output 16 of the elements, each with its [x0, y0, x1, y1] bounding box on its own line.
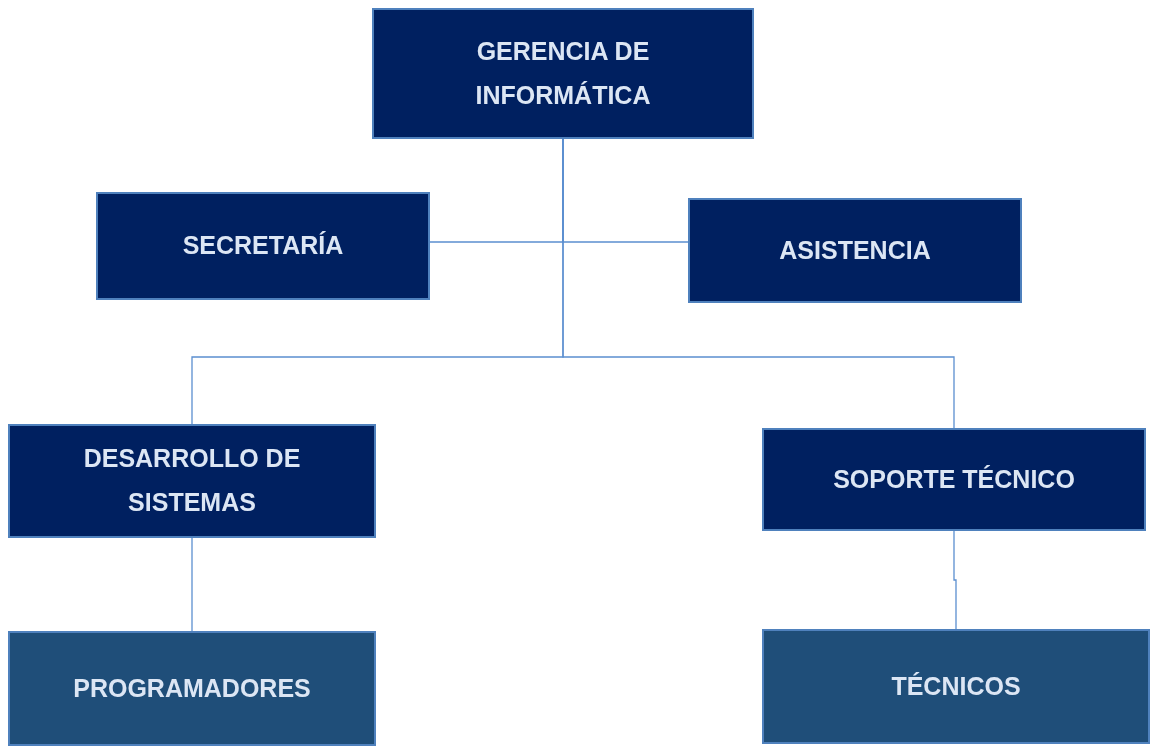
org-box: [762, 629, 1150, 744]
org-box: [8, 424, 376, 538]
org-box: [372, 8, 754, 139]
box-label: SECRETARÍA: [181, 230, 345, 262]
org-box: [762, 428, 1146, 531]
box-label: PROGRAMADORES: [72, 672, 312, 704]
org-box: [8, 631, 376, 746]
org-box: [96, 192, 430, 300]
connector-line: [953, 530, 957, 630]
box-label: SOPORTE TÉCNICO: [832, 463, 1076, 495]
box-label: GERENCIA DE INFORMÁTICA: [474, 35, 652, 111]
org-box: [688, 198, 1022, 303]
box-label: ASISTENCIA: [778, 234, 932, 266]
box-label: TÉCNICOS: [890, 670, 1022, 702]
box-label: DESARROLLO DE SISTEMAS: [82, 443, 302, 518]
connector-line: [191, 537, 193, 632]
